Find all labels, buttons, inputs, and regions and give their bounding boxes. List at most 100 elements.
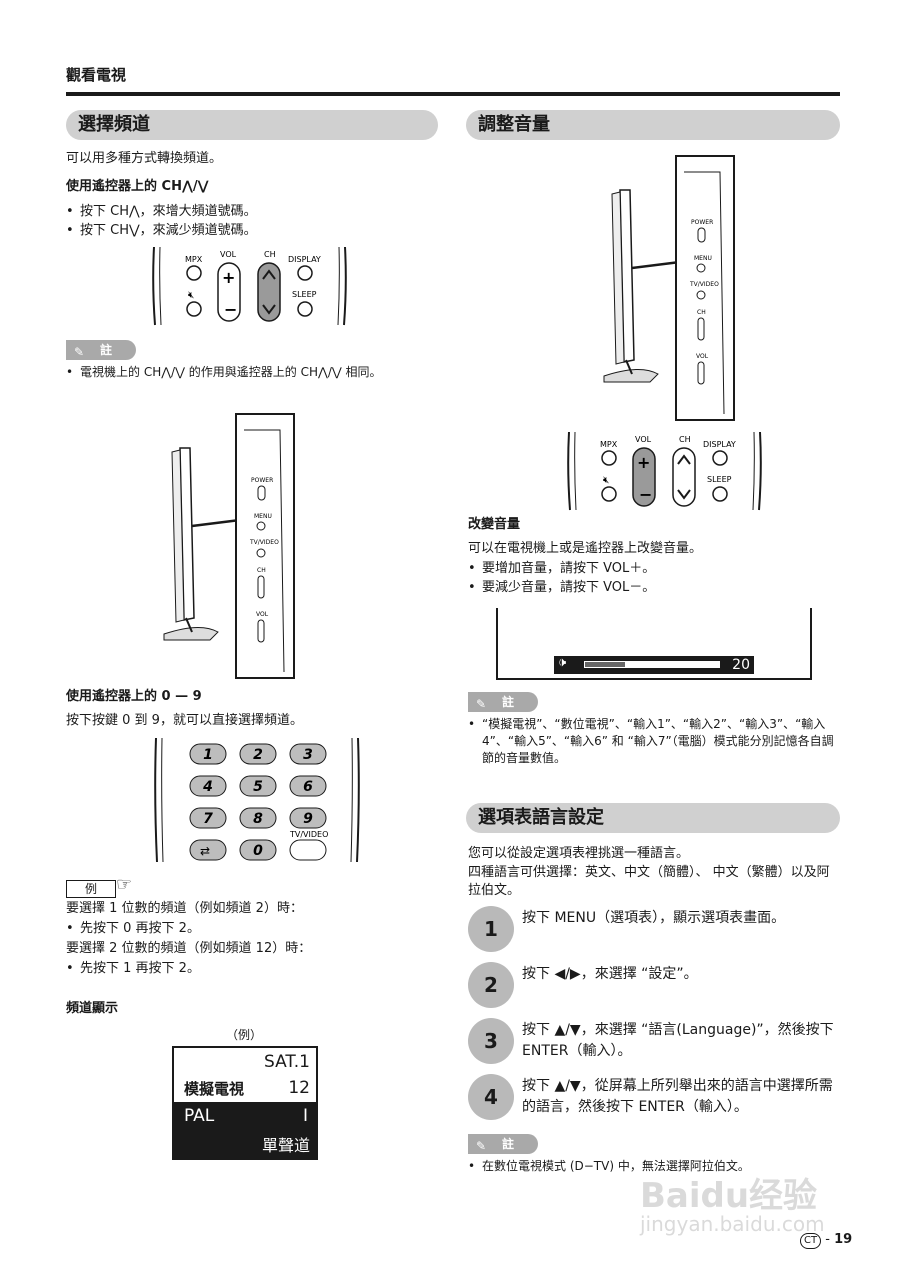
example-caption: （例） (226, 1028, 263, 1042)
language-intro-2: 四種語言可供選擇：英文、中文（簡體）、 中文（繁體）以及阿拉伯文。 (468, 865, 830, 898)
select-channel-heading: 選擇頻道 (66, 110, 438, 140)
tv-power-label: POWER (251, 477, 273, 484)
vol-label: VOL (220, 250, 237, 259)
svg-text:TV/VIDEO: TV/VIDEO (689, 281, 719, 288)
step-1-badge: 1 (468, 906, 514, 952)
step-1-text: 按下 MENU（選項表），顯示選項表畫面。 (522, 910, 786, 926)
key-9: 9 (303, 811, 313, 827)
volume-note-tab: ✎ 註 (468, 692, 538, 712)
display-audio-mark: I (302, 1106, 308, 1126)
volume-level: 20 (732, 657, 750, 673)
digits-intro: 按下按鍵 0 到 9，就可以直接選擇頻道。 (66, 713, 303, 728)
volume-osd-frame (496, 608, 812, 680)
watermark-url: jingyan.baidu.com (640, 1212, 825, 1236)
paperclip-icon: ✎ (476, 697, 487, 711)
language-note: 在數位電視模式 (D−TV) 中，無法選擇阿拉伯文。 (468, 1158, 838, 1175)
remote-ch-title: 使用遙控器上的 CH⋀/⋁ (66, 179, 209, 194)
step-3-text: 按下 ▲/▼，來選擇 “語言(Language)”，然後按下 ENTER（輸入）… (522, 1022, 834, 1059)
tv-vol-label: VOL (256, 611, 269, 618)
keypad-tvvideo-label: TV/VIDEO (289, 830, 328, 839)
svg-text:CH: CH (679, 435, 691, 444)
svg-text:🔇︎: 🔇︎ (188, 290, 194, 301)
chapter-title: 觀看電視 (66, 66, 127, 84)
display-dark-panel: PAL I 單聲道 (174, 1102, 316, 1160)
svg-text:VOL: VOL (635, 435, 652, 444)
volume-track (584, 661, 720, 668)
volume-fill (585, 662, 626, 667)
keypad-keys (189, 743, 327, 861)
change-volume-title: 改變音量 (468, 517, 521, 532)
svg-text:+: + (637, 453, 650, 472)
vol-down-bullet: 要減少音量，請按下 VOL－。 (468, 579, 655, 597)
example-line-2: 先按下 0 再按下 2。 (66, 920, 200, 938)
volume-osd-bar: 🕩︎ 20 (554, 655, 754, 674)
page-number-area: CT - 19 (800, 1232, 852, 1249)
language-intro-1: 您可以從設定選項表裡挑選一種語言。 (468, 846, 690, 861)
svg-text:MENU: MENU (694, 255, 712, 262)
note-tab: ✎ 註 (66, 340, 136, 360)
display-label: DISPLAY (288, 255, 321, 264)
language-code-badge: CT (800, 1233, 822, 1249)
key-2: 2 (253, 747, 263, 763)
example-label: 例 (66, 880, 116, 898)
digits-title: 使用遙控器上的 0 — 9 (66, 689, 202, 704)
example-line-3: 要選擇 2 位數的頻道（例如頻道 12）時： (66, 941, 312, 956)
volume-heading: 調整音量 (466, 110, 840, 140)
svg-text:MPX: MPX (600, 440, 618, 449)
vol-up-bullet: 要增加音量，請按下 VOL＋。 (468, 560, 655, 578)
page-number: 19 (834, 1232, 853, 1247)
display-mode: 模擬電視 (184, 1080, 245, 1098)
watermark-logo: Baidu经验 (640, 1176, 818, 1216)
pointing-hand-icon: ☞ (116, 874, 133, 895)
key-8: 8 (253, 811, 263, 827)
step-2-badge: 2 (468, 962, 514, 1008)
paperclip-icon: ✎ (476, 1139, 487, 1153)
tv-menu-label: MENU (254, 513, 272, 520)
language-heading: 選項表語言設定 (466, 803, 840, 833)
step-3-badge: 3 (468, 1018, 514, 1064)
ch-up-bullet: 按下 CH⋀，來增大頻道號碼。 (66, 203, 257, 221)
flashback-icon: ⇄ (200, 844, 210, 858)
svg-text:−: − (224, 300, 237, 319)
key-6: 6 (303, 779, 313, 795)
channel-display: SAT.1 模擬電視 12 PAL I 單聲道 (172, 1046, 318, 1160)
svg-text:🔇︎: 🔇︎ (603, 475, 609, 486)
volume-intro: 可以在電視機上或是遙控器上改變音量。 (468, 541, 703, 556)
remote-vol-illustration: MPX 🔇︎ VOL + − CH DISPLAY SLEEP (567, 431, 762, 511)
display-system: PAL (184, 1106, 215, 1126)
svg-text:VOL: VOL (696, 353, 709, 360)
select-channel-intro: 可以用多種方式轉換頻道。 (66, 151, 223, 166)
tv-ch-label: CH (257, 567, 266, 574)
svg-text:−: − (639, 485, 652, 504)
svg-text:SLEEP: SLEEP (707, 475, 732, 484)
volume-note: “模擬電視”、“數位電視”、“輸入1”、“輸入2”、“輸入3”、“輸入4”、“輸… (468, 716, 838, 767)
tv-side-volume-illustration: POWER MENU TV/VIDEO CH VOL (603, 155, 735, 421)
svg-text:DISPLAY: DISPLAY (703, 440, 736, 449)
paperclip-icon: ✎ (74, 345, 85, 359)
step-4-badge: 4 (468, 1074, 514, 1120)
speaker-icon: 🕩︎ (558, 655, 567, 670)
select-channel-note: 電視機上的 CH⋀/⋁ 的作用與遙控器上的 CH⋀/⋁ 相同。 (66, 364, 440, 381)
tv-side-illustration: POWER MENU TV/VIDEO CH VOL (163, 413, 295, 679)
remote-ch-illustration: MPX 🔇︎ VOL + − CH DISPLAY SLEEP (152, 246, 347, 326)
display-audio: 單聲道 (261, 1136, 310, 1155)
display-channel: 12 (288, 1078, 310, 1098)
svg-text:+: + (222, 268, 235, 287)
ch-label: CH (264, 250, 276, 259)
ch-down-bullet: 按下 CH⋁，來減少頻道號碼。 (66, 222, 257, 240)
key-3: 3 (303, 747, 313, 763)
step-4-text: 按下 ▲/▼，從屏幕上所列舉出來的語言中選擇所需的語言，然後按下 ENTER（輸… (522, 1078, 833, 1115)
key-0: 0 (253, 843, 263, 859)
display-sat: SAT.1 (263, 1052, 310, 1072)
key-1: 1 (203, 747, 213, 763)
mpx-label: MPX (185, 255, 203, 264)
header-rule (66, 92, 840, 96)
channel-display-title: 頻道顯示 (66, 1001, 119, 1016)
sleep-label: SLEEP (292, 290, 317, 299)
key-5: 5 (253, 779, 263, 795)
svg-text:CH: CH (697, 309, 706, 316)
tv-tvvideo-label: TV/VIDEO (249, 539, 279, 546)
example-line-4: 先按下 1 再按下 2。 (66, 960, 200, 978)
step-2-text: 按下 ◀/▶，來選擇 “設定”。 (522, 966, 698, 982)
key-7: 7 (203, 811, 213, 827)
